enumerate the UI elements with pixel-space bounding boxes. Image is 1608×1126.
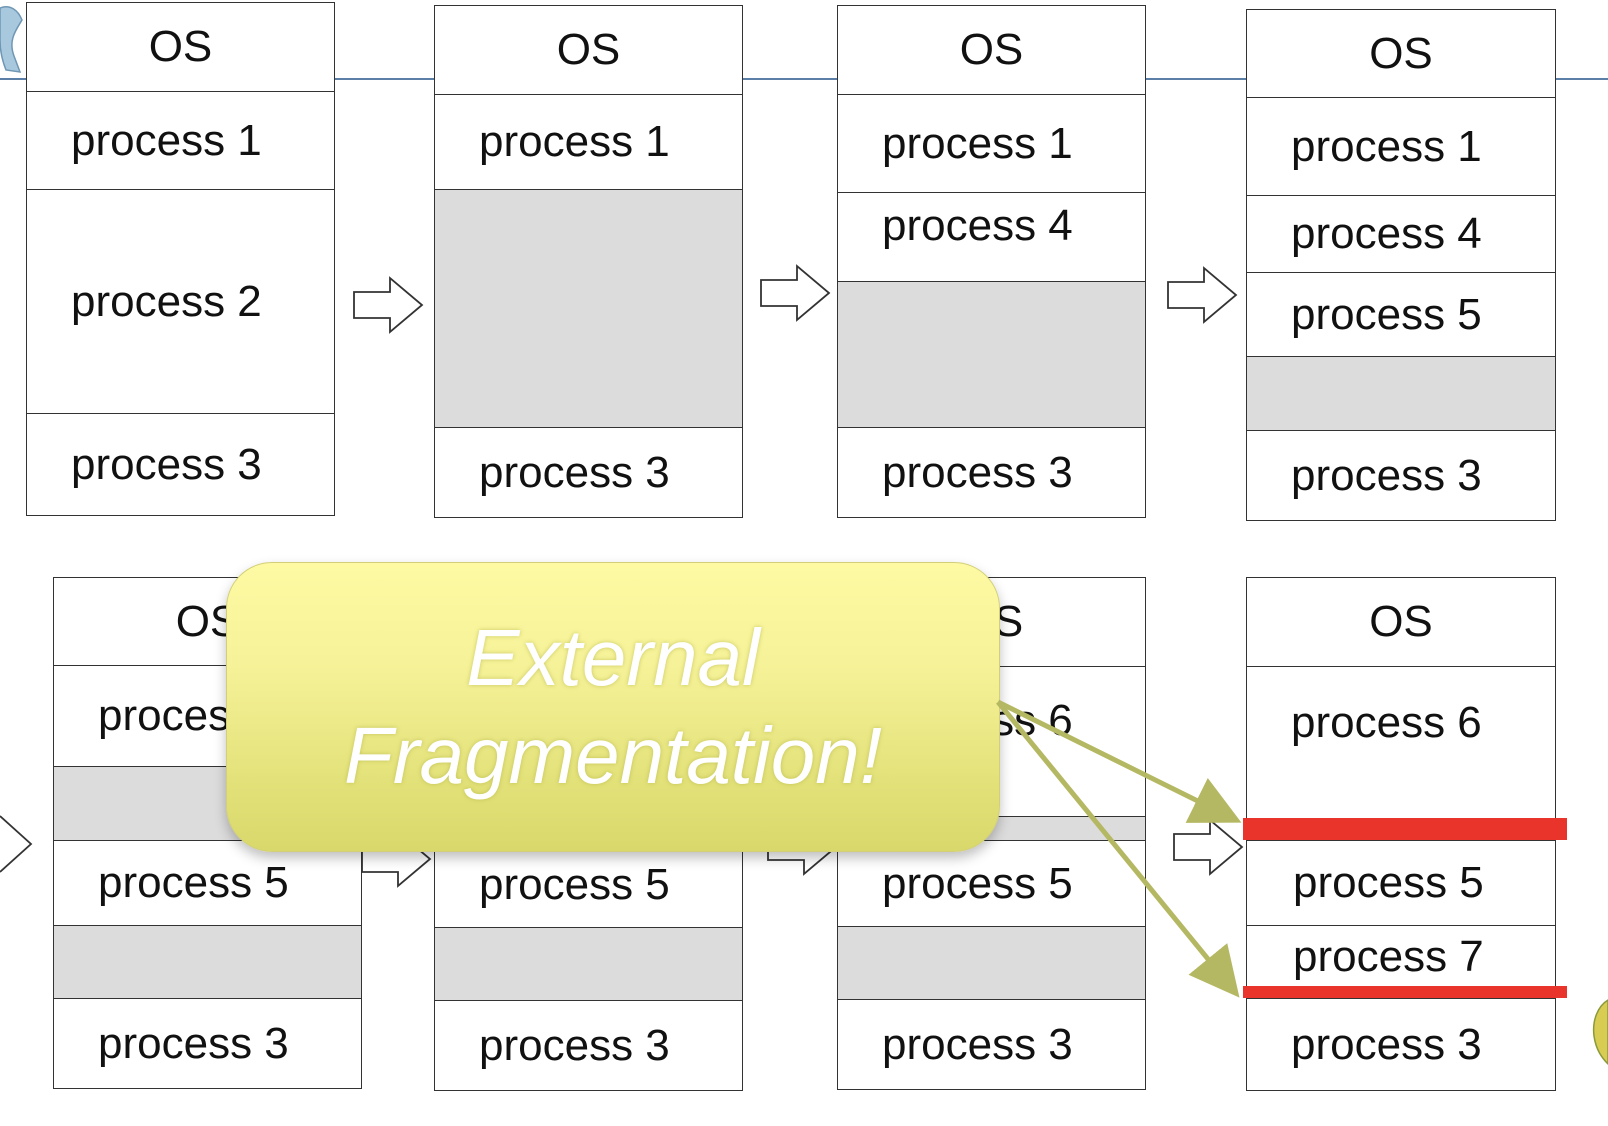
transition-arrow-icon [1173, 818, 1244, 876]
process-segment: process 3 [838, 999, 1145, 1089]
free-hole [838, 281, 1145, 427]
corner-decoration-icon [0, 6, 23, 73]
process-segment: process 4 [1247, 195, 1555, 272]
callout-pointer-arrows [996, 699, 1242, 998]
process-segment: process 1 [1247, 97, 1555, 195]
process-segment: process 5 [1247, 272, 1555, 356]
memory-map-8: OS process 6 process 5 process 7 process… [1243, 577, 1567, 1091]
transition-arrow-icon [1167, 266, 1238, 324]
os-segment: OS [959, 25, 1024, 74]
free-hole [838, 926, 1145, 999]
process-segment: process 3 [27, 413, 334, 515]
os-segment: OS [1369, 28, 1433, 78]
process-segment: process 7 [1247, 925, 1555, 987]
hole-marker [1243, 818, 1567, 840]
process-segment: process 3 [435, 1000, 742, 1090]
process-segment: process 5 [838, 840, 1145, 926]
process-segment: process 2 [27, 189, 334, 413]
slide-header-rule [0, 78, 1608, 80]
process-segment: process 3 [54, 998, 361, 1088]
process-segment: process 5 [1247, 840, 1555, 925]
transition-arrow-icon [0, 815, 33, 873]
process-segment: process 1 [838, 94, 1145, 192]
transition-arrow-icon [760, 264, 831, 322]
memory-map-1: OS process 1 process 2 process 3 [26, 2, 335, 516]
free-hole [435, 927, 742, 1000]
process-segment: process 4 [838, 192, 1145, 281]
process-segment: process 3 [435, 427, 742, 517]
memory-map-3: OS process 1 process 4 process 3 [837, 5, 1146, 518]
memory-map-4: OS process 1 process 4 process 5 process… [1246, 9, 1556, 521]
corner-decoration-icon [1592, 999, 1608, 1066]
os-segment: OS [556, 25, 621, 74]
process-segment: process 6 [1247, 666, 1555, 838]
process-segment: process 3 [1247, 430, 1555, 520]
memory-map-2: OS process 1 process 3 [434, 5, 743, 518]
os-segment: OS [148, 22, 213, 71]
process-segment: process 3 [1247, 998, 1555, 1090]
process-segment: process 5 [54, 840, 361, 925]
free-hole [1247, 356, 1555, 430]
process-segment: process 1 [435, 94, 742, 189]
process-segment: process 3 [838, 427, 1145, 517]
os-segment: OS [1369, 597, 1433, 646]
hole-marker [1243, 986, 1567, 998]
transition-arrow-icon [353, 276, 424, 334]
process-segment: process 5 [435, 842, 742, 927]
free-hole [435, 189, 742, 427]
free-hole [54, 925, 361, 998]
process-segment: process 1 [27, 91, 334, 189]
